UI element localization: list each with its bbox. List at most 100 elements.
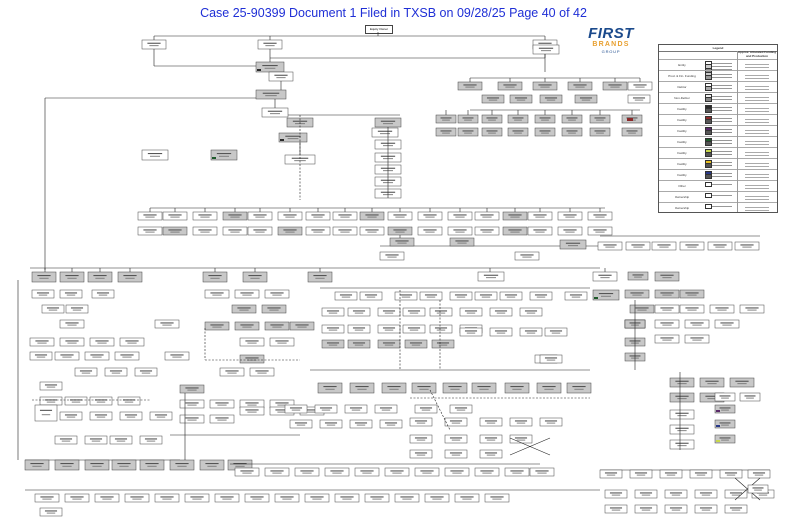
entity-text-line — [483, 274, 499, 276]
entity-text-line — [660, 292, 674, 294]
entity-text-line — [240, 292, 254, 294]
legend-value-line — [745, 152, 769, 153]
entity-text-line — [250, 496, 264, 498]
entity-text-line — [392, 472, 402, 474]
entity-box — [91, 289, 115, 299]
entity-text-line — [634, 472, 648, 474]
entity-box — [654, 304, 680, 314]
entity-text-line — [752, 487, 764, 489]
entity-text-line — [89, 438, 103, 440]
entity-box — [664, 504, 688, 514]
entity-text-line — [626, 117, 638, 119]
entity-text-line — [630, 292, 644, 294]
entity-text-line — [46, 401, 56, 403]
entity-text-line — [482, 472, 492, 474]
entity-box — [154, 319, 180, 329]
entity-box — [321, 307, 345, 317]
entity-text-line — [685, 307, 699, 309]
entity-box — [424, 493, 450, 503]
entity-box — [534, 114, 556, 124]
entity-text-line — [425, 216, 435, 218]
entity-box — [34, 404, 58, 422]
entity-box — [444, 467, 470, 477]
entity-text-line — [731, 509, 741, 511]
entity-box — [627, 271, 649, 281]
entity-text-line — [568, 132, 576, 134]
entity-box — [654, 334, 680, 344]
entity-text-line — [677, 383, 687, 385]
entity-text-line — [594, 117, 606, 119]
entity-box — [534, 127, 556, 137]
entity-box — [374, 404, 398, 414]
entity-text-line — [466, 312, 476, 314]
entity-box — [507, 114, 529, 124]
legend-swatch-line — [712, 139, 732, 141]
entity-box — [557, 211, 583, 221]
entity-box — [39, 507, 63, 517]
entity-text-line — [356, 424, 366, 426]
entity-box — [139, 435, 163, 445]
entity-text-line — [420, 470, 434, 472]
entity-text-line — [324, 422, 338, 424]
entity-text-line — [659, 246, 669, 248]
legend-swatch-line — [712, 98, 732, 100]
entity-text-line — [245, 357, 259, 359]
entity-box — [284, 154, 316, 165]
entity-text-line — [544, 420, 558, 422]
entity-text-line — [340, 216, 350, 218]
entity-text-line — [305, 409, 319, 411]
entity-text-line — [222, 498, 232, 500]
entity-box — [694, 489, 718, 499]
entity-text-line — [606, 474, 616, 476]
entity-box — [402, 307, 426, 317]
legend-row-label: Ownership — [674, 206, 690, 210]
entity-box — [417, 226, 443, 236]
entity-text-line — [456, 409, 466, 411]
entity-box — [442, 382, 468, 394]
entity-text-line — [573, 84, 587, 86]
entity-text-line — [72, 498, 82, 500]
entity-text-line — [66, 294, 76, 296]
entity-text-line — [100, 496, 114, 498]
entity-text-line — [96, 292, 110, 294]
legend-row-label: Facility — [677, 118, 687, 122]
entity-box — [39, 381, 63, 391]
entity-text-line — [168, 214, 182, 216]
entity-text-line — [62, 465, 72, 467]
entity-text-line — [450, 470, 464, 472]
entity-text-line — [39, 409, 53, 411]
entity-text-line — [488, 99, 498, 101]
entity-marker — [716, 410, 720, 412]
entity-text-line — [198, 214, 212, 216]
entity-box — [364, 493, 390, 503]
entity-text-line — [457, 242, 467, 244]
legend-row: Facility — [659, 103, 777, 115]
entity-text-line — [67, 324, 77, 326]
legend-row-label: Facility — [677, 151, 687, 155]
entity-box — [239, 406, 265, 416]
entity-box — [117, 396, 141, 406]
entity-box — [429, 307, 453, 317]
entity-box — [377, 324, 401, 334]
entity-box — [257, 39, 283, 50]
entity-box — [219, 367, 245, 377]
entity-text-line — [514, 119, 522, 121]
entity-text-line — [272, 472, 282, 474]
entity-text-line — [44, 384, 58, 386]
entity-text-line — [365, 229, 379, 231]
legend-row: Facility — [659, 136, 777, 148]
legend-swatch-line — [712, 194, 732, 196]
entity-text-line — [65, 322, 79, 324]
entity-text-line — [61, 440, 71, 442]
entity-text-line — [124, 401, 134, 403]
entity-text-line — [338, 229, 352, 231]
entity-text-line — [64, 414, 78, 416]
entity-text-line — [297, 326, 307, 328]
entity-text-line — [46, 386, 56, 388]
entity-text-line — [563, 229, 577, 231]
entity-box — [634, 504, 658, 514]
entity-box — [54, 459, 80, 471]
entity-marker — [594, 297, 598, 299]
entity-box — [294, 467, 320, 477]
